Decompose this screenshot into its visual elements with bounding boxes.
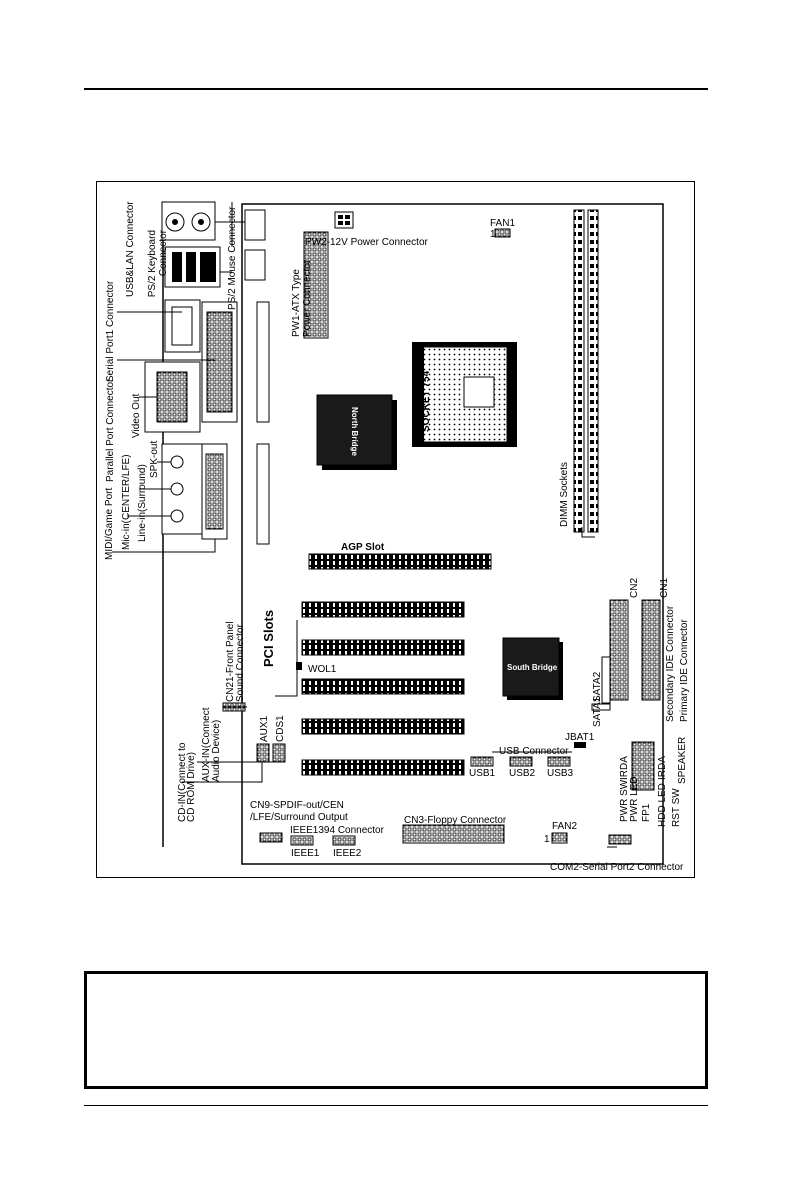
pw1-connector <box>303 231 329 339</box>
label-pci: PCI Slots <box>261 610 276 667</box>
ps2-connectors <box>161 201 216 241</box>
label-cd-in-line1: CD-IN(Connect to <box>177 742 188 822</box>
label-rst-sw: RST SW <box>671 788 682 827</box>
label-ieee1394: IEEE1394 Connector <box>290 825 385 836</box>
cn2-ide <box>609 599 629 701</box>
label-usb-connector: USB Connector <box>499 746 569 757</box>
label-cn3: CN3-Floppy Connector <box>404 815 507 826</box>
label-pwr-sw: PWR SW <box>619 779 630 822</box>
south-bridge-chip <box>502 637 563 700</box>
cn9-header <box>259 832 283 843</box>
label-fan1: FAN1 <box>490 218 515 229</box>
jbat1-jumper <box>574 742 586 748</box>
cpu-socket <box>412 342 517 447</box>
label-cn21-line1: CN21-Front Panel <box>225 621 236 702</box>
label-aux-in-line1: AUX-IN(Connect <box>201 707 212 782</box>
label-line-in: Line-in(Surround) <box>137 464 148 542</box>
label-ieee1: IEEE1 <box>291 848 320 859</box>
pw2-connector <box>334 211 354 229</box>
com2-header <box>608 834 632 845</box>
ieee2-header <box>332 835 356 846</box>
label-video-out: Video Out <box>131 393 142 438</box>
note-box <box>84 971 708 1089</box>
cds1-header <box>272 743 286 763</box>
label-secondary-ide: Secondary IDE Connector <box>665 605 676 722</box>
usb2-header <box>509 756 533 767</box>
label-speaker: SPEAKER <box>677 737 688 784</box>
label-ps2-keyboard: PS/2 Keyboard <box>147 230 158 297</box>
label-sata1: SATA1 <box>592 696 603 727</box>
label-ps2-mouse: PS/2 Mouse Connector <box>227 206 238 310</box>
game-port <box>201 443 228 540</box>
label-south-bridge: South Bridge <box>507 663 558 672</box>
label-dimm: DIMM Sockets <box>559 462 570 527</box>
label-cd-in-line2: CD ROM Drive) <box>186 752 197 822</box>
label-pw2: PW2-12V Power Connector <box>305 237 429 248</box>
label-cn1: CN1 <box>659 578 670 598</box>
cn3-floppy <box>402 824 505 844</box>
label-cn21-line2: Sound Connector <box>235 623 246 702</box>
label-irda-bottom: IRDA <box>657 756 668 780</box>
wol1-header <box>296 662 302 670</box>
label-north-bridge: North Bridge <box>350 407 359 456</box>
label-cn9-line1: CN9-SPDIF-out/CEN <box>250 800 344 811</box>
footer-rule <box>84 1105 708 1106</box>
label-fp1: FP1 <box>641 803 652 822</box>
label-fan1-pin: 1 <box>490 229 496 240</box>
label-fan2-pin: 1 <box>544 834 550 845</box>
label-pwr-led: PWR LED <box>629 776 640 822</box>
motherboard-layout-diagram: PS/2 Keyboard Connector USB&LAN Connecto… <box>96 181 695 878</box>
label-pw1-line1: PW1-ATX Type <box>291 269 302 337</box>
dimm-sockets <box>573 209 599 533</box>
fan2-header <box>551 832 568 844</box>
label-spk-out: SPK-out <box>149 441 160 478</box>
board-outline <box>241 203 664 865</box>
label-fan2: FAN2 <box>552 821 577 832</box>
agp-slot <box>308 553 492 570</box>
ieee1-header <box>290 835 314 846</box>
label-pw1-line2: Power Connector <box>302 259 313 337</box>
label-midi-game: MIDI/Game Port <box>104 488 115 560</box>
sata2-connector <box>601 656 611 704</box>
north-bridge-chip <box>316 394 397 470</box>
label-cn9-line2: /LFE/Surround Output <box>250 812 348 823</box>
label-jbat1: JBAT1 <box>565 732 595 743</box>
usb1-header <box>470 756 494 767</box>
label-serial-port1: Serial Port1 Connector <box>105 280 116 382</box>
aux1-header <box>256 743 270 763</box>
label-cds1: CDS1 <box>275 715 286 742</box>
label-agp: AGP Slot <box>341 542 385 553</box>
label-ieee2: IEEE2 <box>333 848 362 859</box>
label-usb1: USB1 <box>469 768 496 779</box>
label-usb2: USB2 <box>509 768 536 779</box>
header-rule <box>84 88 708 90</box>
label-socket: SOCKET 754 <box>421 370 432 432</box>
label-usb3: USB3 <box>547 768 574 779</box>
fan1-header <box>494 228 511 238</box>
usb-lan-connector <box>164 246 221 288</box>
label-keyboard-connector: Connector <box>158 229 169 276</box>
label-aux1: AUX1 <box>259 715 270 742</box>
leader-lines <box>112 202 617 848</box>
label-hdd-led: HDD LED <box>657 783 668 827</box>
label-com2: COM2-Serial Port2 Connector <box>550 862 684 873</box>
parallel-port <box>201 301 238 423</box>
serial-port1 <box>164 299 201 353</box>
label-wol1: WOL1 <box>308 664 337 675</box>
label-parallel-port: Parallel Port Connector <box>105 378 116 482</box>
usb3-header <box>547 756 571 767</box>
label-mic-in: Mic-in(CENTER/LFE) <box>121 454 132 550</box>
label-irda-top: IRDA <box>619 756 630 780</box>
cn1-ide <box>641 599 661 701</box>
label-cn2: CN2 <box>629 578 640 598</box>
sata1-connector <box>591 703 611 711</box>
label-usb-lan: USB&LAN Connector <box>125 201 136 297</box>
fp1-header <box>631 741 655 791</box>
label-primary-ide: Primary IDE Connector <box>679 619 690 722</box>
pci-slots <box>301 601 465 776</box>
label-aux-in-line2: Audio Device) <box>211 720 222 782</box>
label-sata2: SATA2 <box>592 671 603 702</box>
